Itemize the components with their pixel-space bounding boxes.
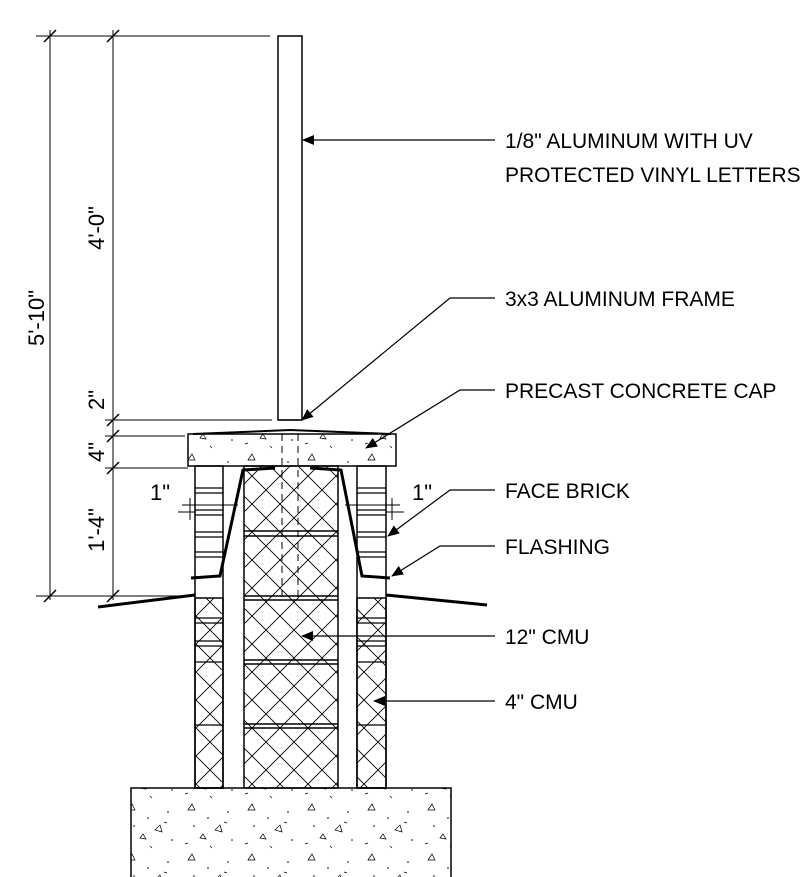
aluminum-panel — [277, 35, 303, 421]
dim-gap: 2" — [84, 390, 109, 410]
flashing — [190, 466, 391, 580]
callout-panel-line1: 1/8" ALUMINUM WITH UV — [505, 130, 753, 153]
dim-pier: 1'-4" — [84, 508, 109, 552]
callout-cmu4: 4" CMU — [505, 691, 578, 714]
callout-cap: PRECAST CONCRETE CAP — [505, 380, 777, 403]
callout-flashing: FLASHING — [505, 536, 610, 559]
precast-concrete-cap — [187, 433, 397, 467]
dim-reveal-right: 1" — [412, 480, 432, 505]
dim-reveal-left: 1" — [150, 480, 170, 505]
concrete-footing — [130, 787, 452, 877]
dim-panel: 4'-0" — [84, 206, 109, 250]
grade-line-right — [385, 593, 488, 607]
callout-panel-line2: PROTECTED VINYL LETTERS — [505, 164, 801, 187]
cmu-4-left — [194, 597, 224, 789]
dimension-lines — [36, 29, 404, 603]
grade-line-left — [97, 593, 196, 609]
dim-overall: 5'-10" — [24, 290, 49, 346]
callout-frame: 3x3 ALUMINUM FRAME — [505, 288, 735, 311]
callout-brick: FACE BRICK — [505, 480, 630, 503]
leader-lines — [301, 135, 495, 706]
cmu-4-right — [356, 597, 387, 789]
cmu-12-core — [243, 465, 339, 789]
callout-cmu12: 12" CMU — [505, 626, 589, 649]
dim-cap: 4" — [84, 442, 109, 462]
